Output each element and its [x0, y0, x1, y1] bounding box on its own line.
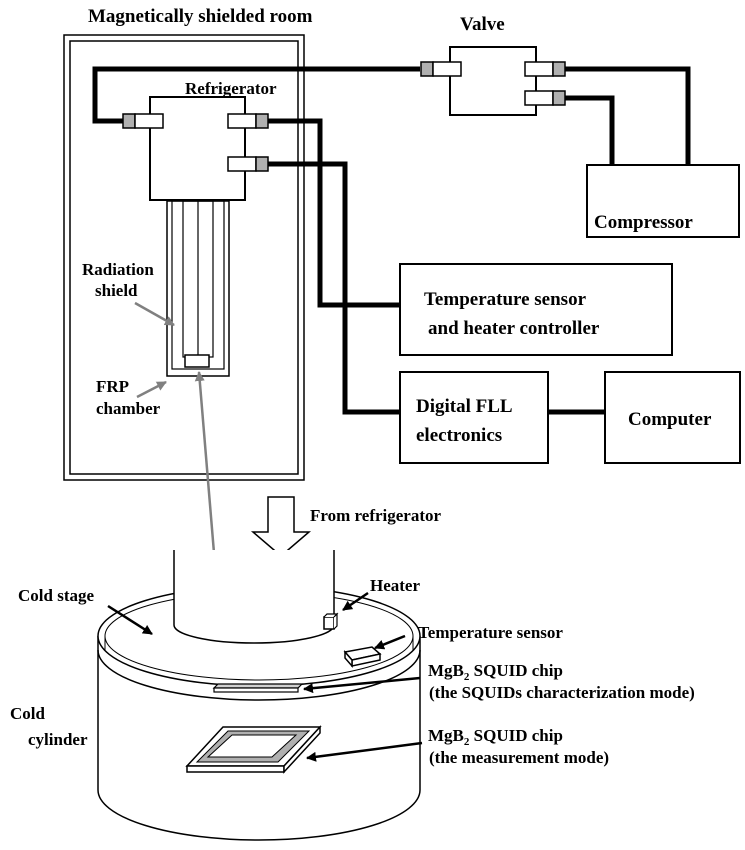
temperature-sensor-pointer — [374, 634, 406, 650]
cold-stage-label: Cold stage — [18, 586, 94, 605]
squid-chip-characterization-label: MgB2 SQUID chip — [428, 661, 563, 683]
squid-chip-characterization-mode: (the SQUIDs characterization mode) — [429, 683, 695, 702]
squid-chip-characterization — [212, 683, 304, 693]
fll-electronics-box — [399, 371, 549, 464]
temperature-sensor-block — [343, 646, 382, 668]
fll-electronics-label: Digital FLL — [416, 396, 513, 417]
radiation-shield-label-2: shield — [95, 281, 138, 300]
compressor-label: Compressor — [594, 212, 693, 233]
squid-chip-measurement-label: MgB2 SQUID chip — [428, 726, 563, 748]
fll-electronics-label-2: electronics — [416, 425, 502, 446]
temperature-sensor-label: Temperature sensor — [418, 623, 563, 642]
temp-controller-label: Temperature sensor — [424, 289, 587, 310]
shielded-room — [63, 34, 305, 481]
temp-controller-label-2: and heater controller — [428, 318, 600, 339]
valve-label: Valve — [460, 14, 505, 35]
cold-cylinder-label-2: cylinder — [28, 730, 88, 749]
refrigerator-label: Refrigerator — [185, 79, 277, 98]
heater-block — [323, 612, 339, 630]
cold-cylinder-label: Cold — [10, 704, 46, 723]
frp-chamber — [166, 200, 230, 377]
squid-chip-measurement-pointer — [306, 741, 423, 762]
heater-pointer — [342, 591, 369, 612]
refrigerator-box — [149, 96, 246, 201]
zoom-pointer-line — [194, 371, 217, 566]
cold-finger — [173, 550, 335, 644]
computer-box — [604, 371, 741, 464]
squid-chip-measurement — [185, 725, 322, 774]
squid-chip-characterization-pointer — [303, 676, 421, 694]
compressor-box — [586, 164, 740, 238]
radiation-shield-pointer — [134, 301, 175, 327]
shielded-room-label: Magnetically shielded room — [88, 6, 313, 27]
frp-chamber-label: FRP — [96, 377, 129, 396]
temp-controller-box — [399, 263, 673, 356]
squid-chip-measurement-mode: (the measurement mode) — [429, 748, 609, 767]
heater-label: Heater — [370, 576, 420, 595]
valve-box — [449, 46, 537, 116]
refrigerator-fittings — [122, 113, 269, 172]
frp-chamber-label-2: chamber — [96, 399, 161, 418]
cold-stage-pointer — [107, 604, 153, 636]
from-refrigerator-label: From refrigerator — [310, 506, 441, 525]
from-refrigerator-arrow — [250, 496, 312, 557]
frp-chamber-pointer — [136, 380, 167, 399]
computer-label: Computer — [628, 409, 712, 430]
radiation-shield-label: Radiation — [82, 260, 154, 279]
valve-fittings — [420, 61, 566, 106]
